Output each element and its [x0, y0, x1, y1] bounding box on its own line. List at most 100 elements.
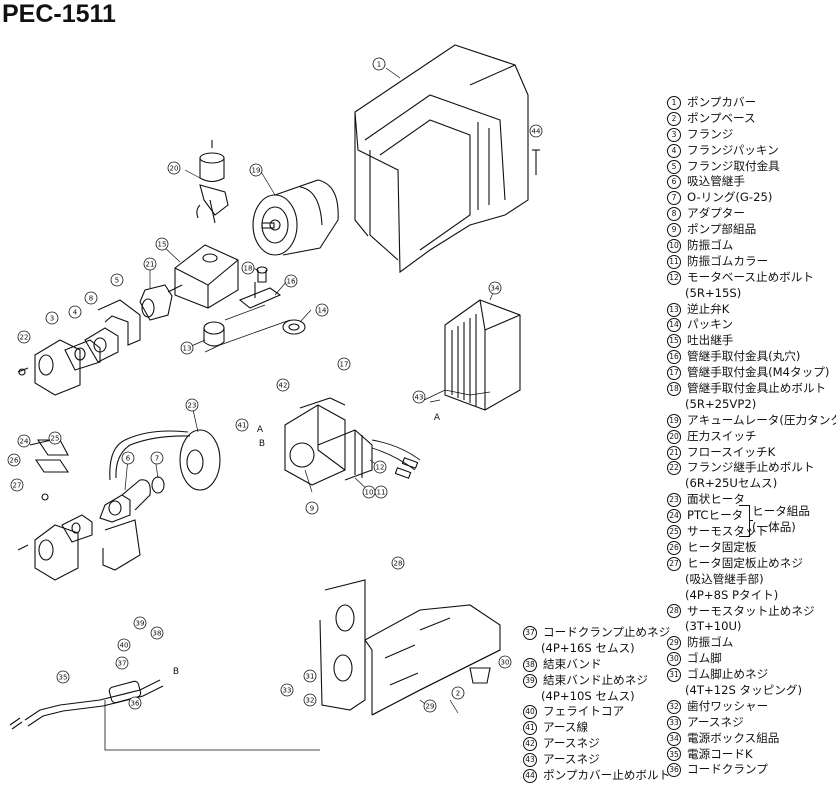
legend-number: 44 [523, 768, 537, 783]
legend-part-name: (5R+25VP2) [685, 396, 757, 411]
callout-24: 24 [17, 434, 31, 448]
callout-number: 37 [118, 660, 127, 668]
callout-42: 42 [276, 378, 290, 392]
callout-25: 25 [48, 431, 62, 445]
callout-number: 11 [377, 489, 386, 497]
legend-number: 40 [523, 705, 537, 720]
legend-row: (4T+12S タッピング) [667, 683, 836, 699]
callout-number: 25 [51, 435, 60, 443]
heater-assembly-note: ヒータ組品 (一体品) [752, 503, 810, 535]
callout-41: 41 [235, 418, 249, 432]
legend-number: 36 [667, 763, 681, 778]
heater-assembly-label: ヒータ組品 [752, 504, 810, 518]
legend-number: 8 [667, 207, 681, 222]
callout-8: 8 [84, 291, 98, 305]
callout-28: 28 [391, 556, 405, 570]
discharge-joint [167, 244, 239, 309]
callout-2: 2 [451, 686, 465, 700]
legend-row: (5R+15S) [667, 286, 836, 302]
connector-letter-a: A [257, 425, 264, 435]
callout-17: 17 [337, 357, 351, 371]
legend-part-name: ポンプベース [687, 110, 756, 125]
surface-heater [109, 429, 221, 491]
legend-number: 6 [667, 175, 681, 190]
legend-number [523, 643, 535, 655]
callout-number: 38 [153, 630, 162, 638]
legend-part-name: フロースイッチK [687, 444, 776, 459]
legend-part-name: 防振ゴム [687, 635, 734, 650]
legend-number: 20 [667, 429, 681, 444]
pump-base [319, 579, 501, 716]
callout-38: 38 [150, 626, 164, 640]
legend-part-name: (4P+8S Pタイト) [685, 587, 779, 602]
legend-part-name: アキュームレータ(圧力タンク) [687, 412, 836, 427]
legend-row: (3T+10U) [667, 619, 836, 635]
legend-part-name: 電源コードK [687, 746, 753, 761]
callout-number: 23 [188, 402, 197, 410]
cover-bolt [532, 149, 540, 175]
callout-21: 21 [143, 257, 157, 271]
legend-number [667, 399, 679, 411]
legend-row: (吸込管継手部) [667, 572, 836, 588]
legend-number: 41 [523, 721, 537, 736]
legend-number: 13 [667, 302, 681, 317]
legend-part-name: ポンプカバー [687, 95, 757, 109]
legend-part-name: コードクランプ止めネジ [543, 625, 671, 639]
legend-row: (4P+8S Pタイト) [667, 588, 836, 604]
heater-bracket-tick [749, 520, 753, 521]
legend-part-name: 防振ゴムカラー [687, 253, 769, 268]
legend-number: 32 [667, 699, 681, 714]
legend-number [523, 691, 535, 703]
legend-part-name: ゴム脚止めネジ [687, 667, 769, 682]
callout-number: 31 [306, 673, 315, 681]
callout-16: 16 [284, 274, 298, 288]
callout-9: 9 [305, 501, 319, 515]
callout-31: 31 [303, 669, 317, 683]
callout-number: 2 [456, 690, 460, 698]
legend-part-name: アダプター [687, 206, 745, 221]
callout-43: 43 [412, 390, 426, 404]
callout-27: 27 [10, 478, 24, 492]
callout-6: 6 [121, 451, 135, 465]
callout-number: 20 [170, 165, 179, 173]
callout-number: 26 [10, 457, 19, 465]
legend-part-name: ゴム脚 [687, 651, 722, 666]
legend-part-name: アースネジ [687, 714, 744, 729]
legend-part-name: ヒータ固定板止めネジ [687, 555, 803, 570]
callout-number: 7 [155, 455, 159, 463]
check-valve [203, 321, 225, 347]
heater-assembly-sublabel: (一体品) [752, 520, 796, 534]
legend-number [667, 574, 679, 586]
legend-number: 23 [667, 493, 681, 508]
callout-34: 34 [488, 281, 502, 295]
callout-39: 39 [133, 616, 147, 630]
callout-30: 30 [498, 655, 512, 669]
legend-number: 18 [667, 381, 681, 396]
legend-row: (6R+25Uセムス) [667, 476, 836, 492]
legend-number: 30 [667, 652, 681, 667]
power-box [444, 299, 521, 411]
legend-part-name: 結束バンド [543, 656, 602, 671]
callout-number: 40 [120, 642, 129, 650]
legend-number: 1 [667, 95, 681, 110]
callout-29: 29 [423, 699, 437, 713]
legend-part-name: 管継手取付金具(丸穴) [687, 349, 801, 364]
callout-number: 29 [426, 703, 435, 711]
legend-part-name: ポンプカバー止めボルト [543, 768, 671, 783]
callout-36: 36 [128, 696, 142, 710]
